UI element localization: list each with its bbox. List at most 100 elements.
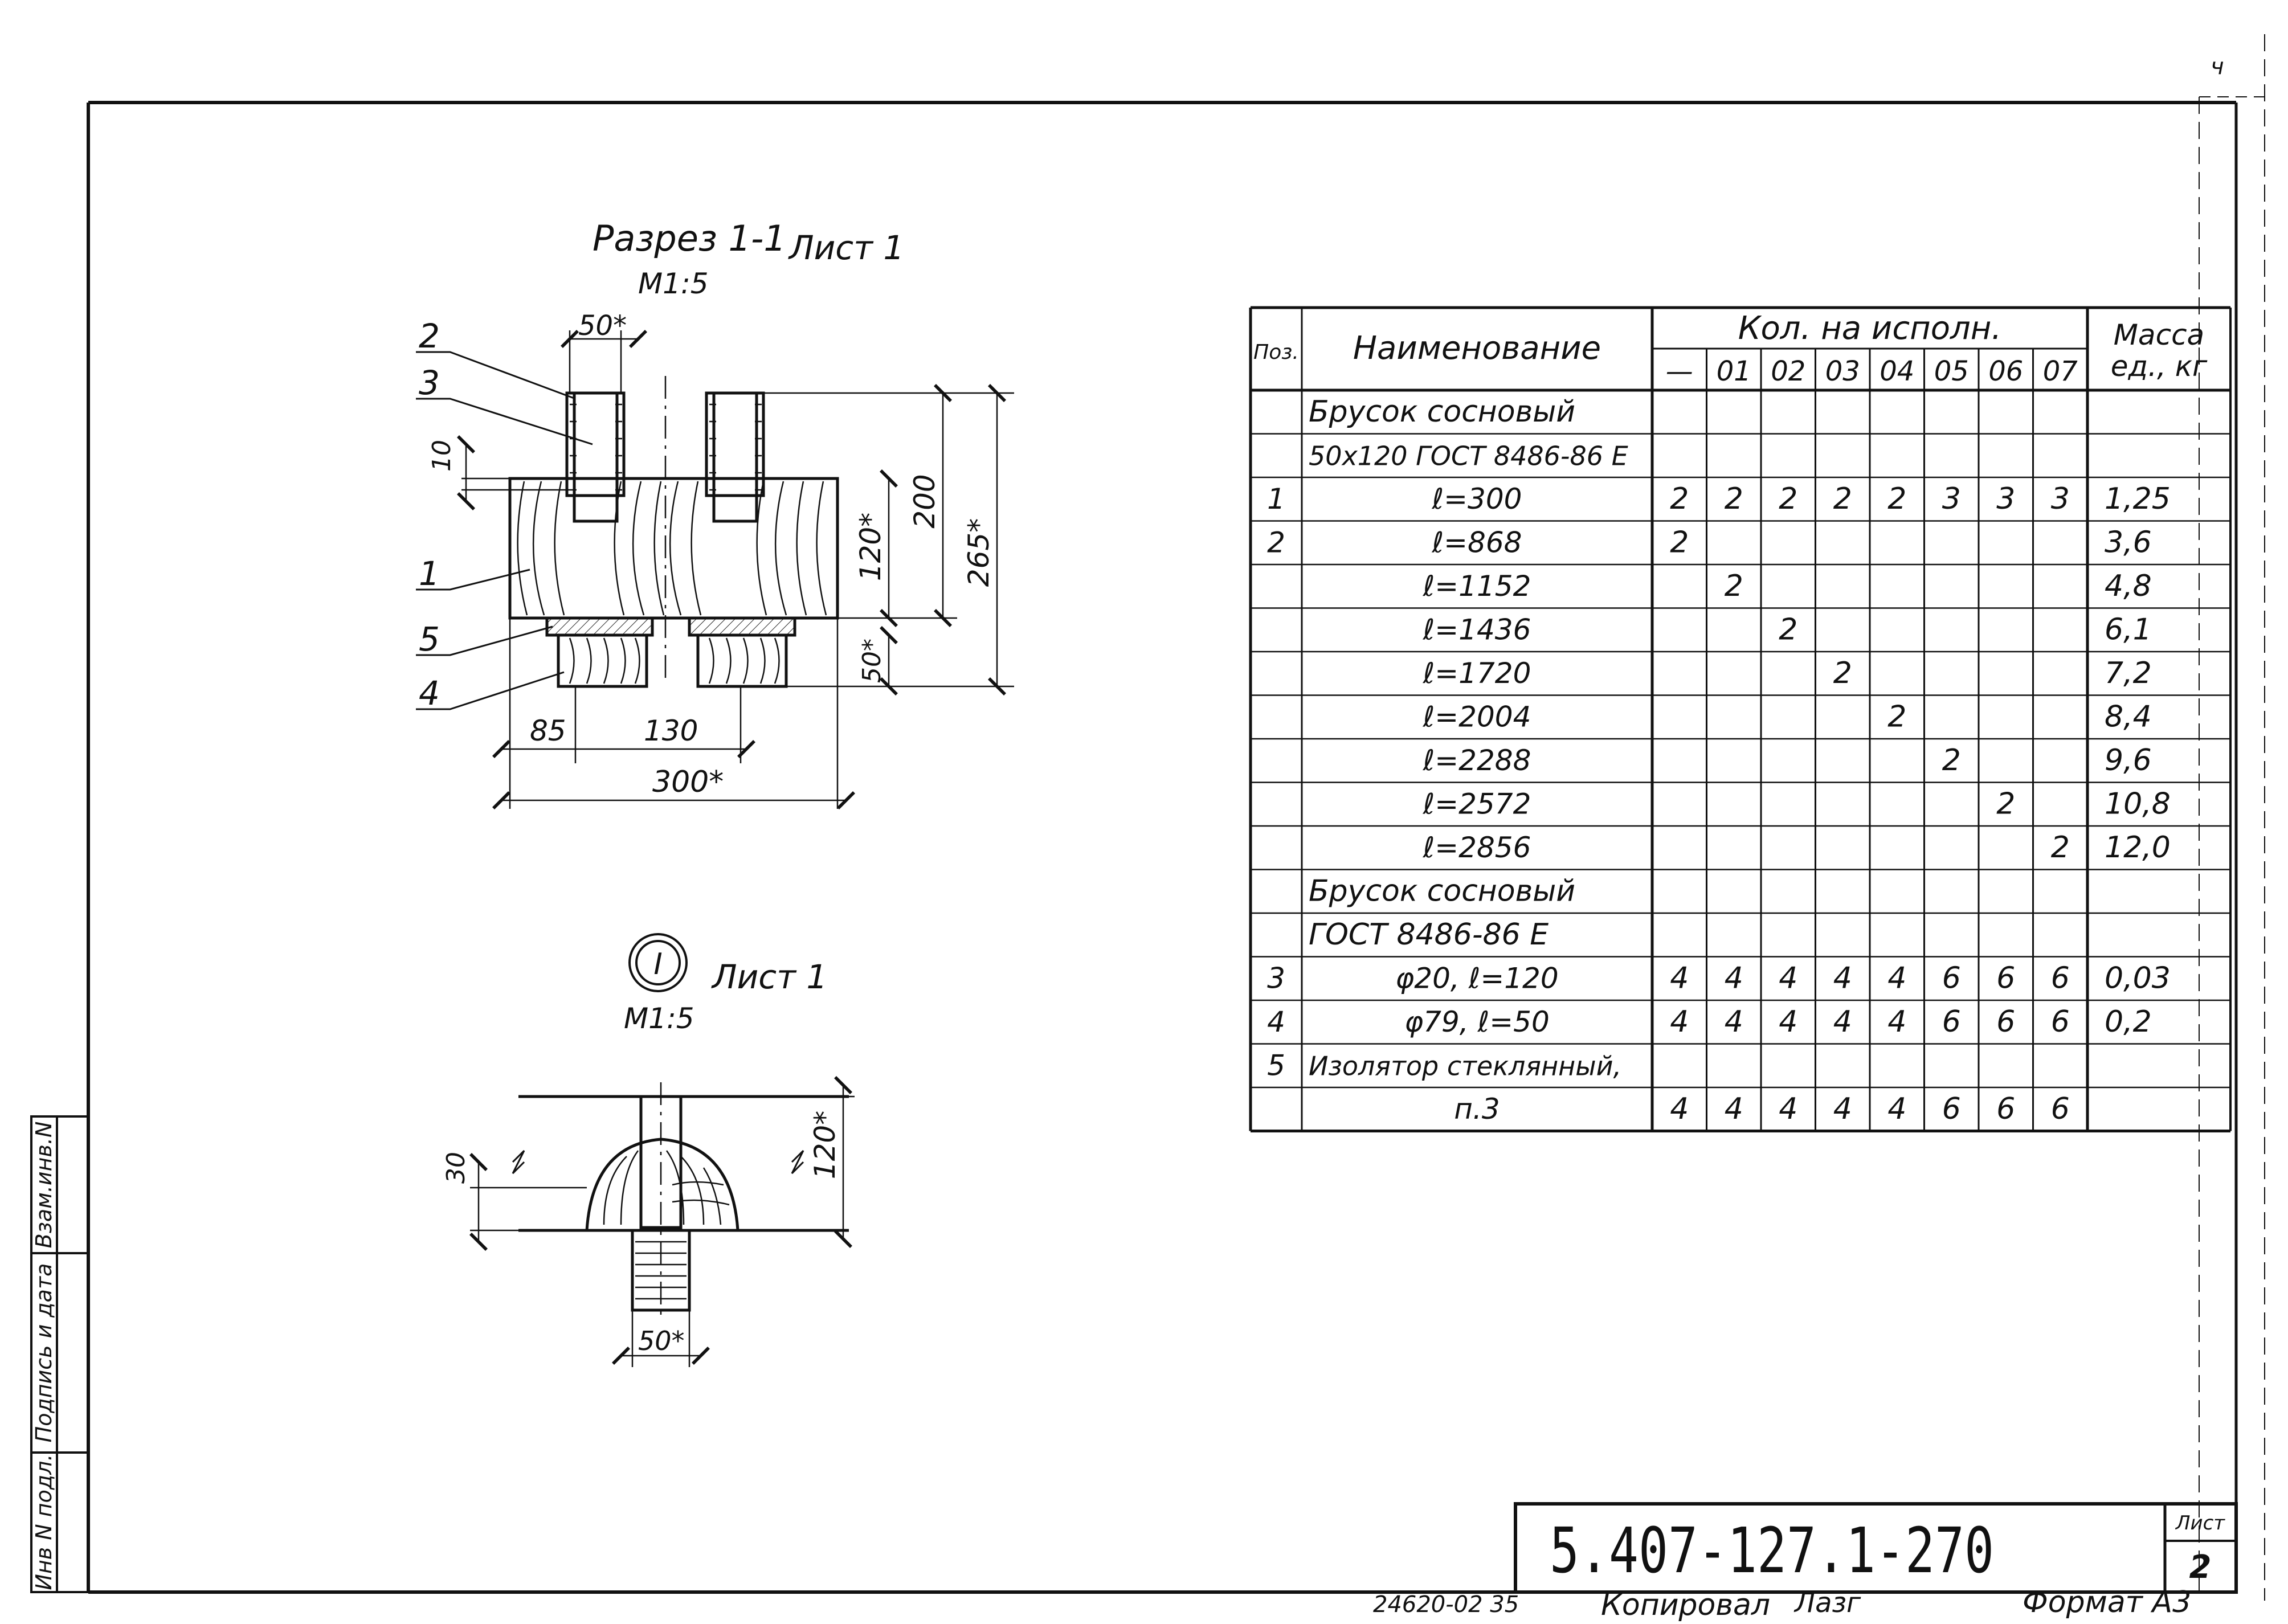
row-qty: 2 bbox=[1725, 482, 1743, 516]
row-qty: 2 bbox=[1725, 569, 1743, 603]
detail-drawing bbox=[512, 1082, 849, 1322]
callout-4: 4 bbox=[419, 674, 440, 713]
dim-top-width: 50* bbox=[578, 310, 627, 342]
row-pos: 2 bbox=[1267, 526, 1285, 559]
row-qty: 2 bbox=[1996, 787, 2015, 821]
detail-mark-inner bbox=[635, 940, 681, 985]
side-label-sign: Подпись и дата bbox=[31, 1263, 56, 1443]
header-variant: 05 bbox=[1934, 355, 1969, 387]
callout-3: 3 bbox=[419, 363, 440, 402]
row-name: Брусок сосновый bbox=[1309, 874, 1575, 909]
row-qty: 3 bbox=[1996, 482, 2015, 516]
row-qty: 6 bbox=[1942, 962, 1961, 996]
section-drawing bbox=[508, 376, 839, 688]
row-qty: 2 bbox=[1887, 482, 1906, 516]
header-variant: 04 bbox=[1880, 355, 1914, 387]
callout-leaders bbox=[416, 351, 593, 710]
section-dimensions bbox=[457, 330, 1014, 809]
row-qty: 4 bbox=[1725, 1005, 1743, 1039]
row-qty: 2 bbox=[1833, 656, 1852, 690]
row-qty: 6 bbox=[2051, 1005, 2070, 1039]
row-name: Брусок сосновый bbox=[1309, 395, 1575, 429]
row-name: ℓ=2288 bbox=[1423, 744, 1531, 777]
title-stamp bbox=[1514, 1502, 2238, 1594]
row-qty: 4 bbox=[1670, 1092, 1689, 1126]
header-variant: — bbox=[1666, 355, 1693, 387]
row-name: ℓ=1152 bbox=[1423, 570, 1531, 603]
row-mass: 12,0 bbox=[2105, 831, 2171, 865]
sheet-label: Лист bbox=[2175, 1512, 2225, 1535]
beam-1 bbox=[508, 477, 839, 620]
row-qty: 2 bbox=[1670, 482, 1689, 516]
detail-sheet-ref: Лист 1 bbox=[711, 958, 827, 996]
section-sheet-ref: Лист 1 bbox=[788, 228, 904, 267]
dim-130: 130 bbox=[644, 714, 698, 747]
row-qty: 4 bbox=[1833, 962, 1852, 996]
row-qty: 3 bbox=[1942, 482, 1961, 516]
row-mass: 0,2 bbox=[2105, 1005, 2152, 1039]
row-qty: 2 bbox=[1779, 613, 1797, 647]
cap-right bbox=[705, 391, 765, 497]
row-name: ℓ=2572 bbox=[1423, 788, 1531, 821]
detail-heading: I Лист 1 М1:5 bbox=[624, 933, 827, 1035]
row-name: ℓ=1720 bbox=[1423, 657, 1531, 690]
header-variant: 07 bbox=[2043, 355, 2078, 387]
block-left bbox=[557, 633, 648, 688]
header-mass: Масса bbox=[2114, 318, 2204, 351]
detail-dim-50: 50* bbox=[638, 1326, 685, 1356]
row-pos: 4 bbox=[1267, 1005, 1285, 1038]
header-variant: 02 bbox=[1771, 355, 1805, 387]
row-qty: 6 bbox=[2051, 962, 2070, 996]
corner-mark: ч bbox=[2211, 54, 2224, 80]
row-name: Изолятор стеклянный, bbox=[1309, 1051, 1621, 1082]
row-qty: 4 bbox=[1725, 962, 1743, 996]
row-qty: 4 bbox=[1833, 1005, 1852, 1039]
header-variant: 03 bbox=[1825, 355, 1860, 387]
detail-dimensions bbox=[469, 1076, 855, 1367]
row-mass: 1,25 bbox=[2105, 482, 2171, 516]
copied-label: Копировал bbox=[1601, 1588, 1770, 1622]
bolt-right bbox=[712, 391, 758, 523]
row-mass: 9,6 bbox=[2105, 743, 2152, 778]
row-qty: 2 bbox=[1779, 482, 1797, 516]
dim-50: 50* bbox=[857, 639, 886, 683]
dim-120: 120* bbox=[854, 513, 887, 581]
callout-5: 5 bbox=[419, 620, 440, 658]
row-qty: 4 bbox=[1725, 1092, 1743, 1126]
format-label: Формат А3 bbox=[2023, 1585, 2191, 1619]
row-qty: 4 bbox=[1887, 1005, 1906, 1039]
row-name: φ20, ℓ=120 bbox=[1395, 962, 1558, 995]
dim-85: 85 bbox=[530, 714, 566, 747]
callout-2: 2 bbox=[419, 317, 440, 355]
header-qty-group: Кол. на исполн. bbox=[1738, 310, 2001, 347]
row-mass: 10,8 bbox=[2105, 787, 2171, 821]
sheet-number: 2 bbox=[2189, 1549, 2212, 1586]
row-name: ℓ=300 bbox=[1432, 482, 1522, 516]
callout-1: 1 bbox=[419, 554, 440, 593]
row-name: 50х120 ГОСТ 8486-86 Е bbox=[1309, 441, 1628, 472]
side-label-inv: Инв N подл. bbox=[31, 1454, 56, 1590]
row-name: ГОСТ 8486-86 Е bbox=[1309, 918, 1549, 952]
row-qty: 4 bbox=[1887, 962, 1906, 996]
row-qty: 4 bbox=[1779, 1092, 1797, 1126]
dim-left-10: 10 bbox=[427, 440, 456, 472]
row-name: ℓ=868 bbox=[1432, 526, 1522, 559]
section-scale: М1:5 bbox=[638, 267, 709, 300]
pad-right bbox=[688, 616, 796, 637]
dim-200: 200 bbox=[908, 474, 941, 528]
row-qty: 4 bbox=[1779, 1005, 1797, 1039]
row-qty: 2 bbox=[2051, 831, 2070, 865]
header-pos: Поз. bbox=[1253, 341, 1299, 364]
row-qty: 2 bbox=[1670, 526, 1689, 560]
row-mass: 3,6 bbox=[2105, 526, 2152, 560]
detail-mark: I bbox=[653, 947, 662, 981]
dim-265: 265* bbox=[962, 518, 995, 587]
copied-signature: Лазг bbox=[1793, 1587, 1861, 1619]
row-name: ℓ=1436 bbox=[1423, 613, 1531, 647]
detail-peg bbox=[631, 1229, 691, 1312]
row-qty: 2 bbox=[1942, 743, 1961, 778]
row-mass: 7,2 bbox=[2105, 656, 2152, 690]
row-qty: 2 bbox=[1833, 482, 1852, 516]
